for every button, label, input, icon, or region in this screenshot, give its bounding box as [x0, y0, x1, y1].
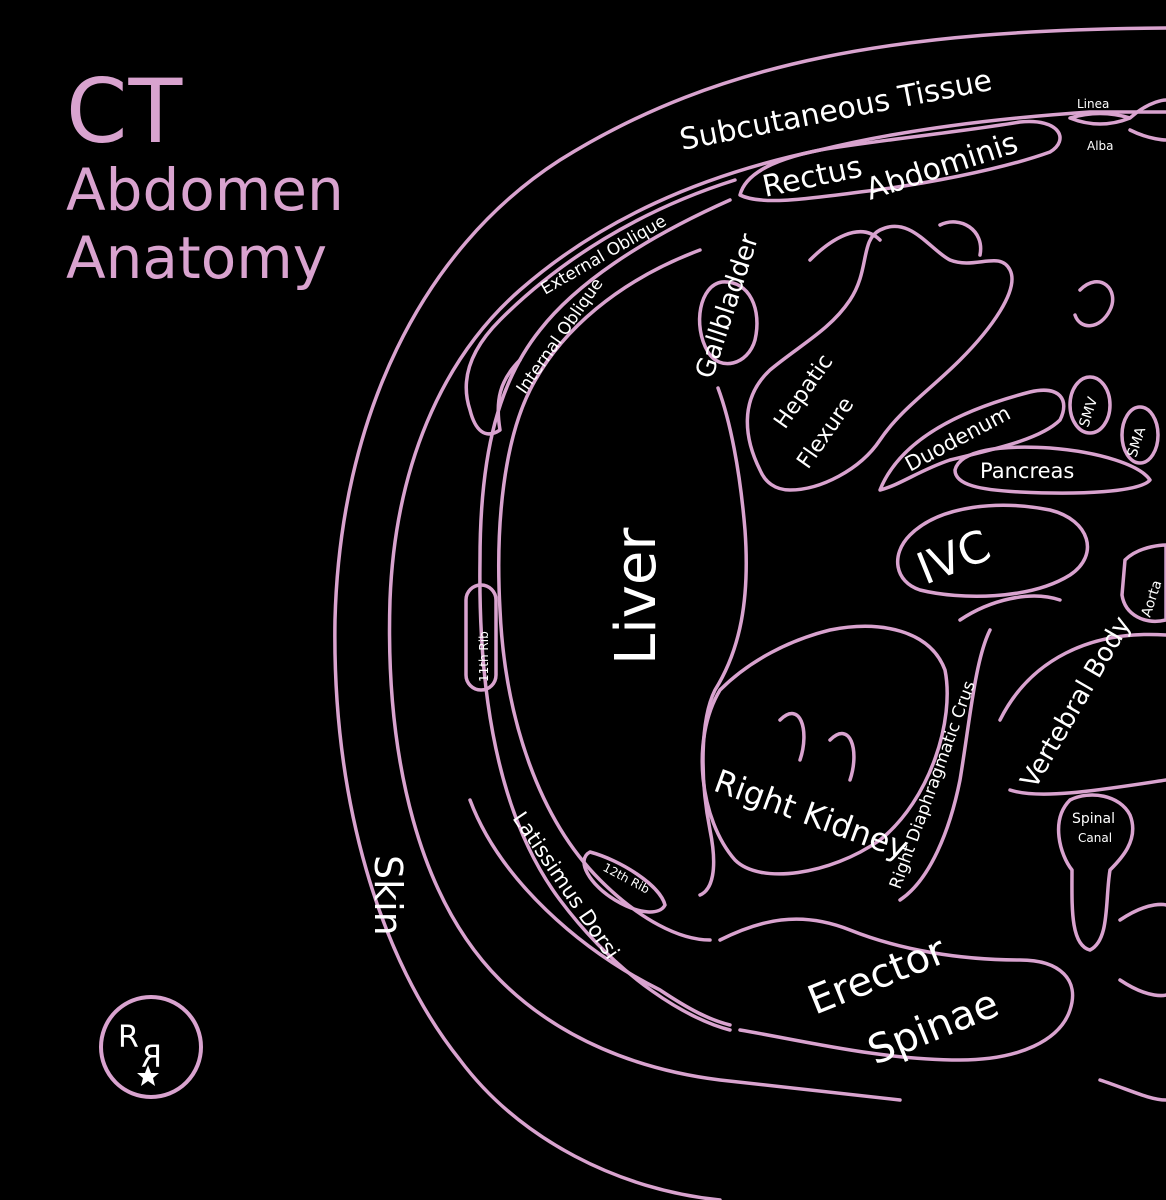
label-linea: Linea [1077, 97, 1109, 111]
peritoneal-outline [497, 248, 712, 942]
ivc-outline [895, 503, 1090, 598]
duodenum-outline [878, 388, 1066, 492]
label-liver: Liver [604, 527, 669, 665]
label-skin: Skin [366, 855, 410, 936]
label-right-kidney: Right Kidney [709, 762, 913, 867]
erector-spinae-outline [718, 917, 1075, 1062]
label-ivc: IVC [910, 520, 998, 595]
title-line-abdomen: Abdomen [66, 156, 344, 224]
muscle-wall-inner [478, 198, 732, 1032]
skin-outline [333, 26, 1166, 1200]
right-kidney-outline [700, 624, 949, 876]
diaphragmatic-crus-outline [898, 594, 1062, 902]
label-rib-11: 11th Rib [477, 631, 491, 682]
back-muscle-right [1098, 902, 1166, 1102]
latissimus-outline [468, 798, 732, 1027]
page-title: CT Abdomen Anatomy [66, 60, 344, 293]
vertebral-body-outline [998, 632, 1166, 796]
logo-letter-right: R [141, 1040, 162, 1075]
label-vertebral-body: Vertebral Body [1015, 611, 1137, 793]
title-line-anatomy: Anatomy [66, 224, 328, 292]
label-sma: SMA [1125, 425, 1150, 459]
label-alba: Alba [1087, 139, 1114, 153]
hepatic-flexure-outline [745, 224, 1014, 492]
sma-outline [1120, 405, 1160, 465]
star-icon [137, 1065, 159, 1086]
rectus-abdominis-outline [738, 119, 1062, 203]
label-aorta: Aorta [1139, 578, 1166, 619]
kidney-hilum [778, 711, 856, 782]
label-spinal: Spinal [1072, 811, 1115, 827]
pancreas-outline [953, 445, 1152, 495]
bowel-loop-1 [808, 220, 1115, 328]
muscle-wall-outer [464, 178, 737, 436]
label-abdominis: Abdominis [862, 126, 1023, 208]
label-subcutaneous-tissue: Subcutaneous Tissue [677, 63, 995, 158]
brand-logo: R R [99, 995, 203, 1099]
rib-11-outline [464, 583, 498, 692]
gallbladder-outline [697, 280, 759, 366]
smv-outline [1068, 375, 1112, 435]
spinal-canal-outline [1056, 793, 1135, 952]
label-smv: SMV [1077, 395, 1102, 429]
rib-12-outline [582, 850, 667, 914]
subcutaneous-outline [387, 110, 1166, 1102]
label-canal: Canal [1078, 831, 1112, 845]
title-line-ct: CT [66, 60, 184, 163]
logo-letter-left: R [118, 1020, 139, 1055]
label-pancreas: Pancreas [980, 459, 1074, 483]
liver-border [698, 386, 748, 897]
